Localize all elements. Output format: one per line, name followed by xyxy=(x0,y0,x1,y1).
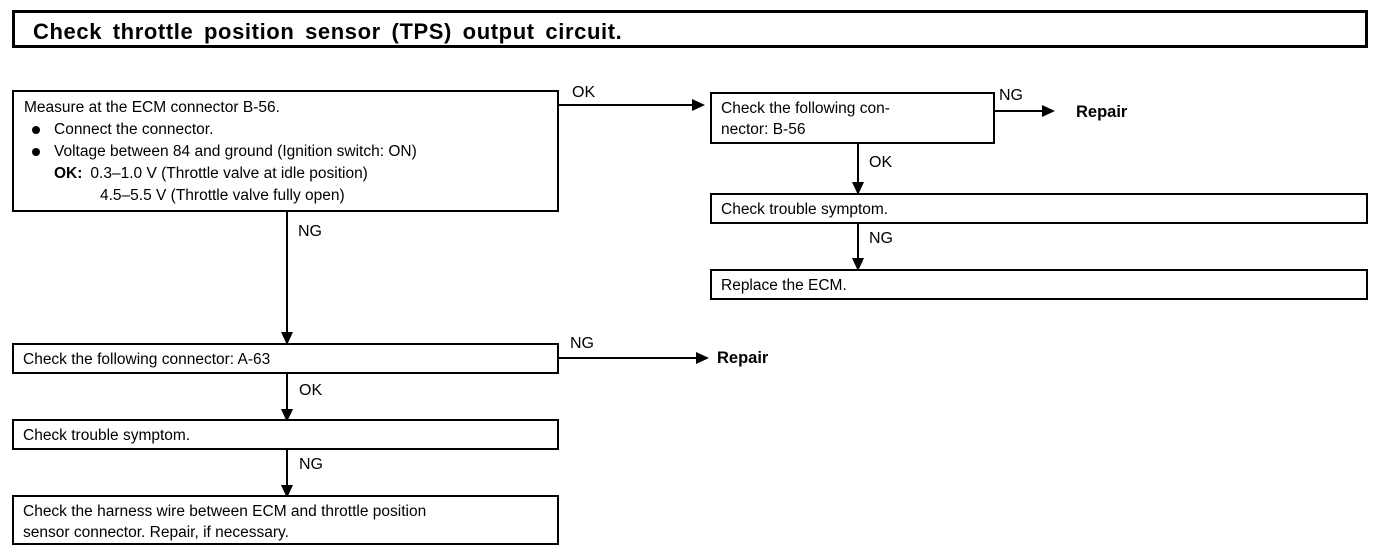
edge-measure-ng-arrowhead xyxy=(281,332,293,345)
edge-b56-ok-arrowhead xyxy=(852,182,864,195)
box-measure-ecm-connector: Measure at the ECM connector B-56. Conne… xyxy=(12,90,559,212)
edge-symptom-right-ng-arrowhead xyxy=(852,258,864,271)
edge-measure-ok-arrowhead xyxy=(692,99,705,111)
connector-b56-label: Check the following con- nector: xyxy=(721,100,890,138)
measure-ok-value-2: 4.5–5.5 V (Throttle valve fully open) xyxy=(100,187,345,204)
measure-heading: Measure at the ECM connector B-56. xyxy=(24,99,280,116)
check-harness-text: Check the harness wire between ECM and t… xyxy=(23,503,427,541)
bullet-dot-icon xyxy=(32,148,40,156)
edge-a63-ok-arrowhead xyxy=(281,409,293,422)
edge-measure-ok-line xyxy=(559,104,692,106)
measure-ok-value-1: 0.3–1.0 V (Throttle valve at idle positi… xyxy=(90,165,368,182)
terminal-repair-top: Repair xyxy=(1076,103,1128,121)
edge-label-a63-ok: OK xyxy=(299,382,323,399)
edge-symptom-left-ng-line xyxy=(286,450,288,492)
box-check-trouble-symptom-right: Check trouble symptom. xyxy=(710,193,1368,224)
bullet-dot-icon xyxy=(32,126,40,134)
connector-b56-value: B-56 xyxy=(768,121,806,138)
edge-measure-ng-line xyxy=(286,212,288,334)
connector-a63-label: Check the following connector: xyxy=(23,351,235,368)
check-symptom-left-text: Check trouble symptom. xyxy=(23,427,191,444)
edge-a63-ng-line xyxy=(559,357,699,359)
check-symptom-right-text: Check trouble symptom. xyxy=(721,201,889,218)
measure-ok-label: OK: xyxy=(54,165,83,182)
edge-label-measure-ok: OK xyxy=(572,84,596,101)
measure-bullet-1: Connect the connector. xyxy=(24,119,553,141)
terminal-repair-bottom: Repair xyxy=(717,349,769,367)
measure-bullet-2-label: Voltage between 84 and ground (Ignition … xyxy=(54,143,417,160)
edge-b56-ok-line xyxy=(857,144,859,186)
edge-label-b56-ok: OK xyxy=(869,154,893,171)
edge-a63-ng-arrowhead xyxy=(696,352,709,364)
edge-symptom-right-ng-line xyxy=(857,224,859,266)
measure-ok-row-2: 4.5–5.5 V (Throttle valve fully open) xyxy=(24,185,553,207)
title-banner: Check throttle position sensor (TPS) out… xyxy=(12,10,1368,48)
page-title: Check throttle position sensor (TPS) out… xyxy=(33,19,623,44)
box-check-harness-wire: Check the harness wire between ECM and t… xyxy=(12,495,559,545)
edge-label-measure-ng: NG xyxy=(298,223,322,240)
box-check-trouble-symptom-left: Check trouble symptom. xyxy=(12,419,559,450)
measure-bullet-2: Voltage between 84 and ground (Ignition … xyxy=(24,141,553,163)
edge-label-a63-ng: NG xyxy=(570,335,594,352)
measure-ok-row-1: OK: 0.3–1.0 V (Throttle valve at idle pos… xyxy=(24,163,553,185)
edge-a63-ok-line xyxy=(286,374,288,416)
measure-bullet-1-label: Connect the connector. xyxy=(54,121,214,138)
edge-b56-ng-arrowhead xyxy=(1042,105,1055,117)
edge-symptom-left-ng-arrowhead xyxy=(281,485,293,498)
connector-a63-value: A-63 xyxy=(234,351,271,368)
edge-label-symptom-right-ng: NG xyxy=(869,230,893,247)
edge-label-symptom-left-ng: NG xyxy=(299,456,323,473)
edge-label-b56-ng: NG xyxy=(999,87,1023,104)
replace-ecm-text: Replace the ECM. xyxy=(721,277,847,294)
box-check-connector-b56: Check the following con- nector: B-56 xyxy=(710,92,995,144)
edge-b56-ng-line xyxy=(995,110,1045,112)
box-replace-ecm: Replace the ECM. xyxy=(710,269,1368,300)
box-check-connector-a63: Check the following connector: A-63 xyxy=(12,343,559,374)
